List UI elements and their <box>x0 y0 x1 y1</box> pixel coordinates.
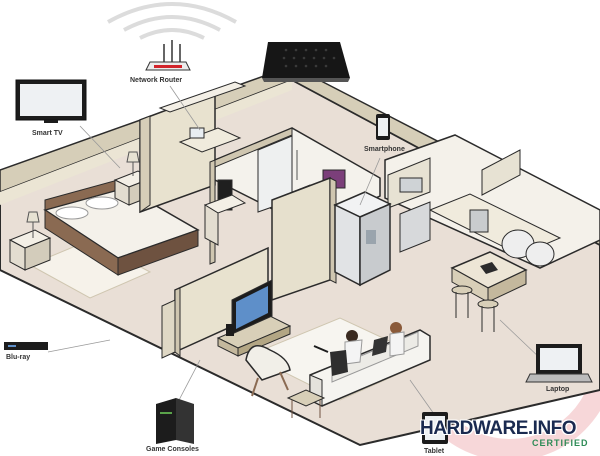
connector-lines <box>47 85 543 415</box>
modem-icon <box>262 42 350 82</box>
watermark-brand: HARDWARE.INFO <box>420 418 577 439</box>
network-router-label: Network Router <box>130 77 183 84</box>
smart-tv-label: Smart TV <box>32 130 63 137</box>
kitchen <box>384 134 600 269</box>
network-router-icon <box>145 40 191 71</box>
laptop-label: Laptop <box>546 386 570 393</box>
wifi-signal-icon <box>107 2 237 40</box>
office-area <box>139 81 247 214</box>
bed <box>43 177 200 276</box>
game-console-icon <box>156 398 194 444</box>
watermark-certified: CERTIFIED <box>532 438 589 448</box>
inner-wall-hall <box>271 176 331 302</box>
laptop-icon <box>525 344 593 383</box>
office-monitor <box>203 179 247 246</box>
fridge <box>333 191 392 287</box>
smartphone-label: Smartphone <box>364 146 405 153</box>
nightstand-left <box>8 211 52 271</box>
kitchen-island <box>450 251 528 332</box>
hardware-info-watermark: HARDWARE.INFO CERTIFIED <box>420 418 588 448</box>
smartphone-icon <box>376 114 390 140</box>
side-table <box>286 389 326 418</box>
bedroom-rug <box>28 239 152 299</box>
tablet-label: Tablet <box>424 448 445 455</box>
game-consoles-label: Game Consoles <box>146 446 199 453</box>
living-tv <box>216 279 292 357</box>
tablet-icon <box>422 412 448 444</box>
lounge-chair <box>245 345 291 397</box>
smart-tv-icon <box>15 79 87 123</box>
bluray-label: Blu-ray <box>6 354 31 361</box>
bluray-player-icon <box>4 342 48 350</box>
people-on-couch <box>313 322 405 376</box>
